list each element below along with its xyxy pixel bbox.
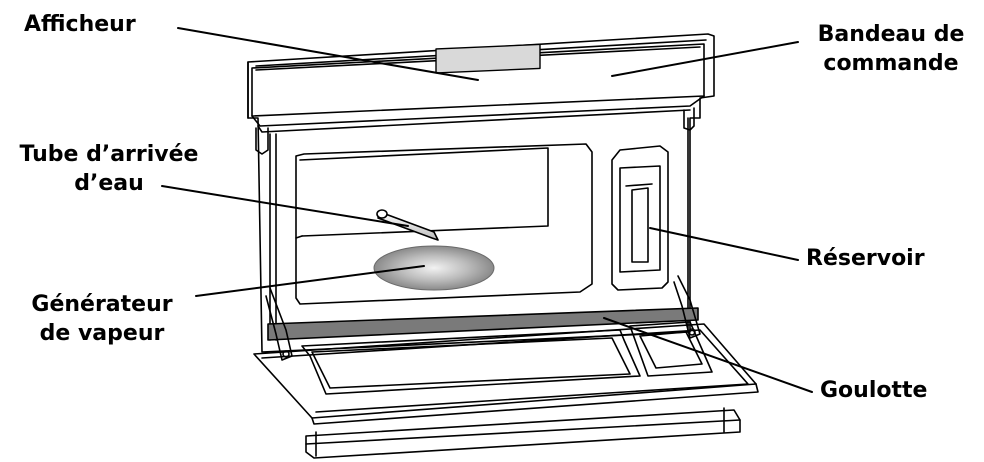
label-water-inlet-tube-line1: Tube d’arrivée bbox=[19, 142, 199, 167]
door-handle bbox=[305, 407, 741, 459]
leader-control-panel bbox=[611, 41, 799, 77]
steam-generator bbox=[373, 245, 495, 291]
leader-display bbox=[177, 27, 479, 81]
oven-housing bbox=[247, 33, 715, 353]
oven-door bbox=[253, 321, 759, 425]
label-control-panel: Bandeau de commande bbox=[806, 20, 976, 78]
label-control-panel-line1: Bandeau de bbox=[817, 22, 965, 47]
water-tank bbox=[611, 145, 669, 291]
oven-cavity bbox=[269, 117, 689, 341]
leader-tank bbox=[649, 227, 799, 261]
left-latch bbox=[255, 127, 269, 155]
label-tank: Réservoir bbox=[806, 246, 925, 271]
display-window bbox=[435, 43, 541, 74]
leader-spout bbox=[603, 317, 813, 393]
label-steam-generator-line1: Générateur bbox=[31, 292, 173, 317]
label-steam-generator: Générateur de vapeur bbox=[12, 290, 192, 348]
label-control-panel-line2: commande bbox=[823, 51, 959, 76]
right-hinge bbox=[673, 275, 701, 339]
label-spout: Goulotte bbox=[820, 378, 928, 403]
right-latch bbox=[683, 107, 695, 131]
label-steam-generator-line2: de vapeur bbox=[39, 321, 165, 346]
label-water-inlet-tube: Tube d’arrivée d’eau bbox=[4, 140, 214, 198]
door-seal-strip bbox=[267, 307, 699, 341]
label-water-inlet-tube-line2: d’eau bbox=[74, 171, 144, 196]
label-display: Afficheur bbox=[24, 12, 136, 37]
leader-water-inlet-tube bbox=[161, 185, 409, 227]
leader-steam-generator bbox=[195, 265, 425, 297]
